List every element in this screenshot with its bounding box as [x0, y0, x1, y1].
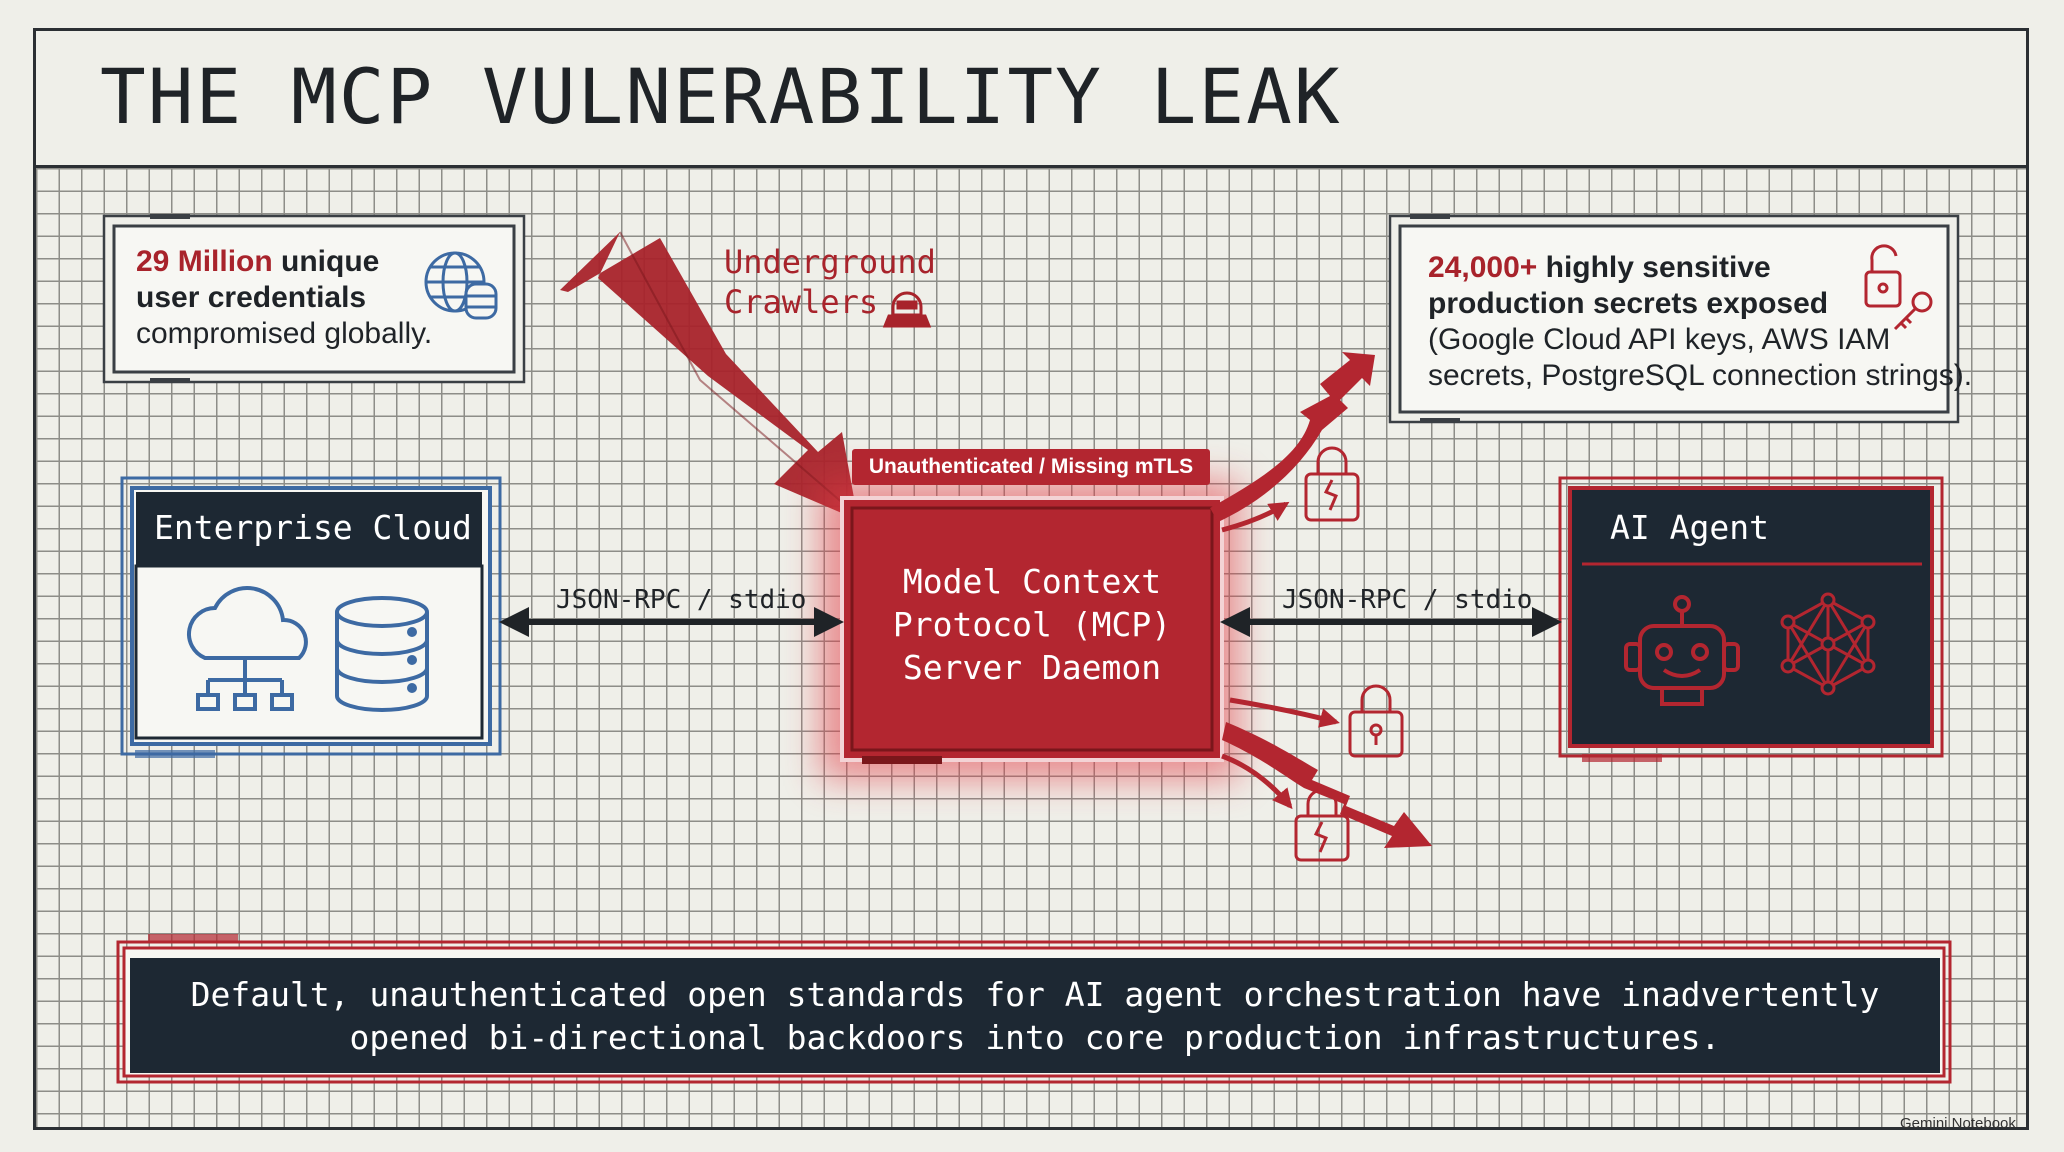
- leak-arrow-lower: [1222, 722, 1432, 848]
- mtls-warning-badge: Unauthenticated / Missing mTLS: [852, 449, 1210, 485]
- secrets-line3: (Google Cloud API keys, AWS IAM: [1428, 323, 1891, 356]
- leak-arrow-small-up: [1221, 501, 1290, 533]
- secrets-stat-text: 24,000+ highly sensitive production secr…: [1428, 250, 1972, 394]
- crawlers-line2: Crawlers: [724, 283, 879, 321]
- secrets-count: 24,000+: [1428, 251, 1538, 284]
- lock-icon: [1348, 684, 1404, 758]
- mcp-line1: Model Context: [902, 562, 1162, 601]
- title-bar: [33, 28, 2029, 168]
- brand-watermark: Gemini Notebook: [1900, 1115, 2016, 1132]
- unlock-key-icon: [1864, 244, 1933, 331]
- secrets-line4: secrets, PostgreSQL connection strings).: [1428, 359, 1973, 392]
- crawlers-line1: Underground: [724, 243, 936, 281]
- database-icon: [335, 596, 429, 712]
- robot-icon: [1624, 595, 1740, 706]
- footer-line2: opened bi-directional backdoors into cor…: [349, 1017, 1721, 1057]
- footer-banner: Default, unauthenticated open standards …: [130, 958, 1940, 1073]
- slide-frame: [33, 28, 2029, 1130]
- crawler-attack-arrow: [560, 232, 858, 520]
- right-link-label: JSON-RPC / stdio: [1282, 585, 1533, 615]
- credentials-stat-card: [102, 214, 526, 384]
- footer-line1: Default, unauthenticated open standards …: [190, 974, 1880, 1014]
- ai-agent-title: AI Agent: [1610, 508, 1769, 547]
- credentials-line3: compromised globally.: [136, 317, 433, 350]
- secrets-line2: production secrets exposed: [1428, 287, 1829, 320]
- secrets-line1: highly sensitive: [1537, 251, 1771, 284]
- credentials-line2: user credentials: [136, 281, 367, 314]
- page-title: THE MCP VULNERABILITY LEAK: [100, 52, 1342, 141]
- credentials-line1: unique: [272, 245, 380, 278]
- globe-database-icon: [424, 251, 498, 320]
- secrets-stat-card: [1388, 214, 1960, 424]
- mcp-line3: Server Daemon: [902, 648, 1162, 687]
- leak-arrow-upper: [1210, 352, 1375, 522]
- leak-arrow-small-down: [1221, 753, 1293, 810]
- broken-lock-icon: [1304, 446, 1360, 522]
- credentials-count: 29 Million: [136, 245, 273, 278]
- crawlers-label: Underground Crawlers: [724, 242, 936, 322]
- mcp-server-label: Model Context Protocol (MCP) Server Daem…: [855, 560, 1209, 689]
- enterprise-cloud-title: Enterprise Cloud: [154, 508, 472, 547]
- mcp-line2: Protocol (MCP): [892, 605, 1172, 644]
- left-link-label: JSON-RPC / stdio: [556, 585, 807, 615]
- hacker-icon: [882, 291, 932, 328]
- neural-network-icon: [1780, 592, 1876, 696]
- credentials-stat-text: 29 Million unique user credentials compr…: [136, 244, 432, 352]
- ai-agent-panel: [1558, 476, 1944, 762]
- broken-lock-icon: [1294, 788, 1350, 862]
- cloud-network-icon: [187, 586, 308, 711]
- leak-arrow-small-right: [1229, 697, 1340, 728]
